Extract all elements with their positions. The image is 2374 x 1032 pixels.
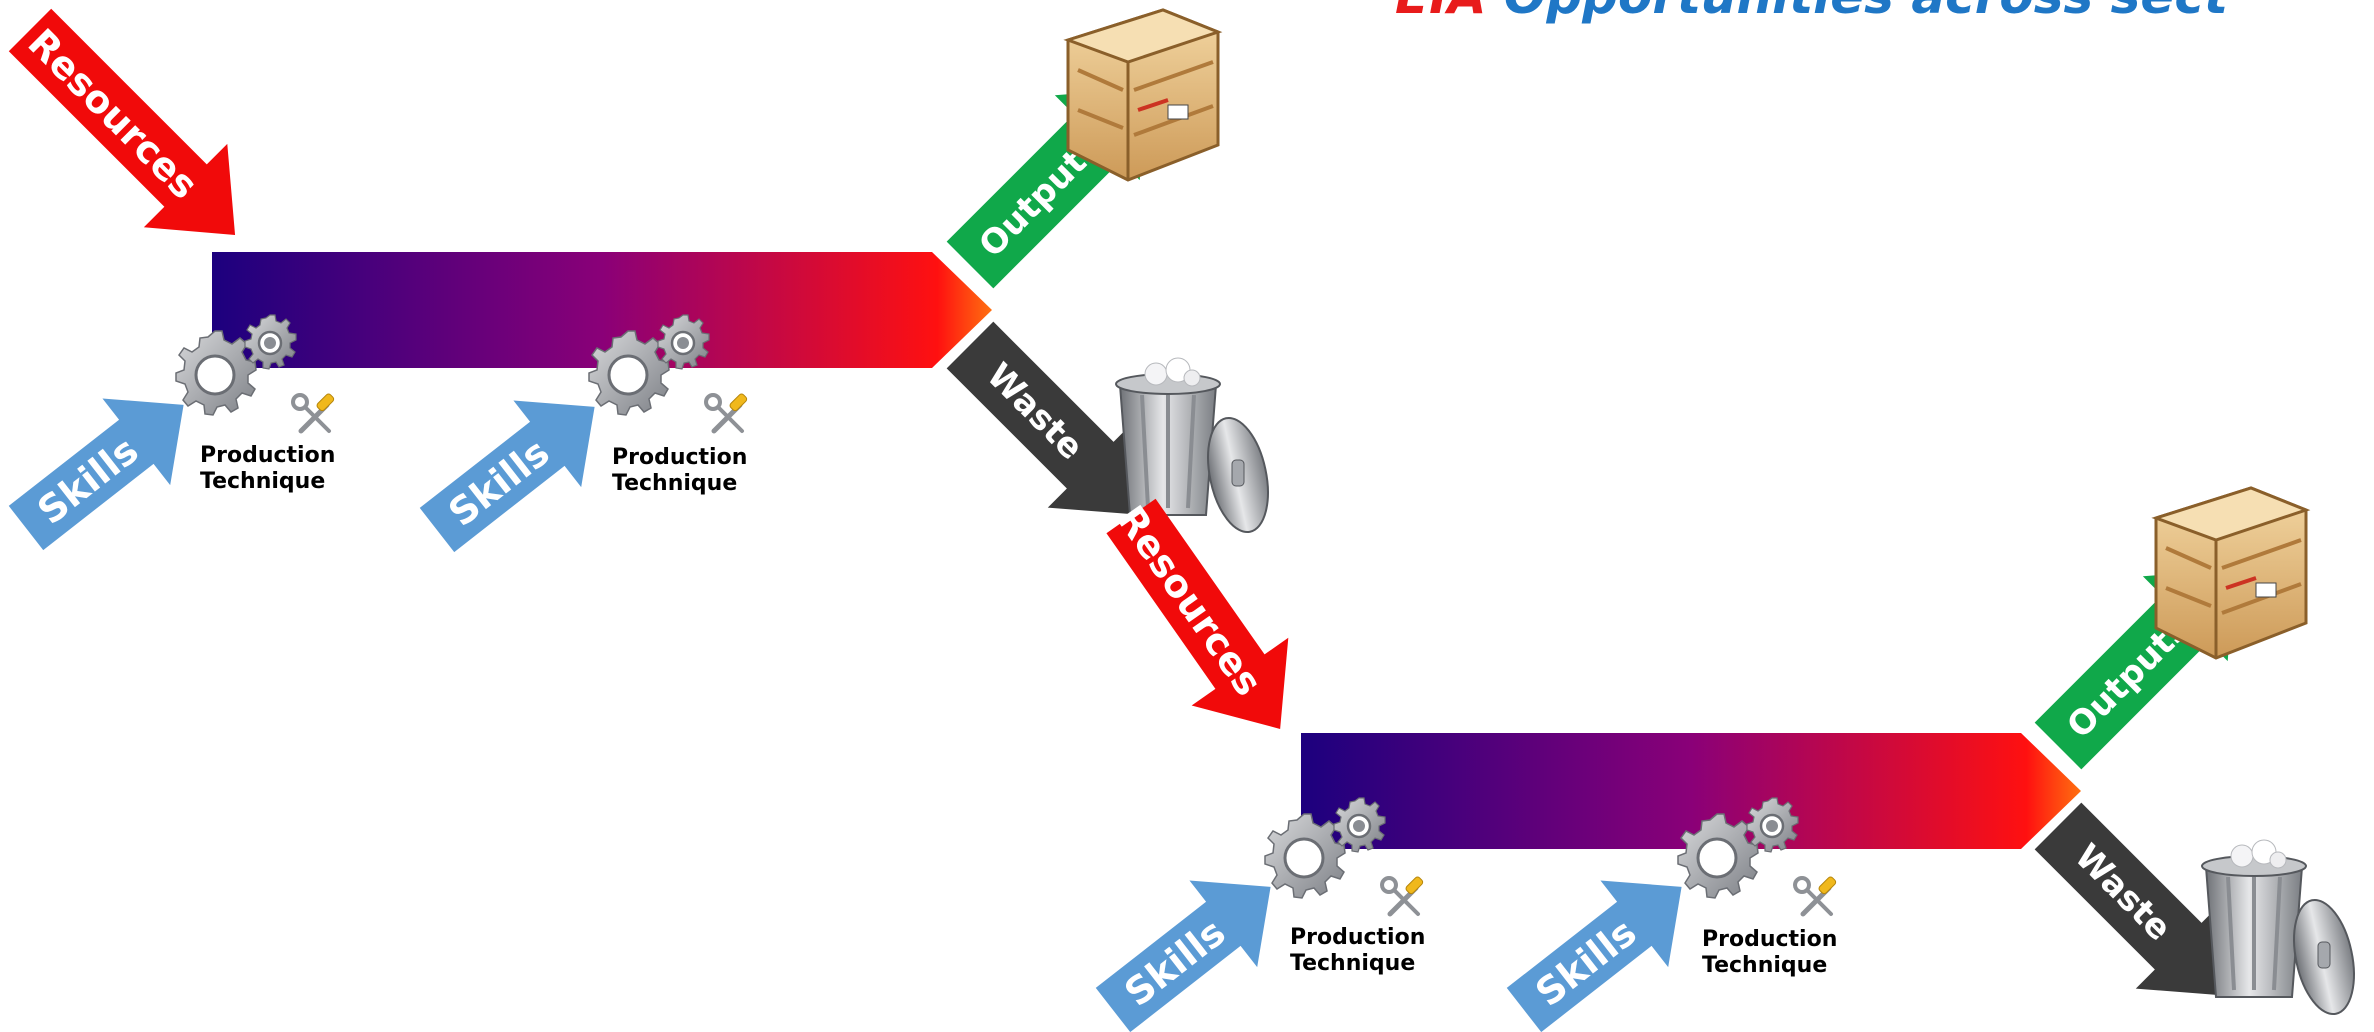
process-bar-2: [1301, 733, 2081, 849]
process-bar-1: [212, 252, 992, 368]
waste-arrow-1: Waste: [946, 321, 1140, 515]
tools-icon: [293, 393, 335, 431]
title-text: Opportunities across sect: [1504, 0, 2228, 25]
crate-icon: [2154, 486, 2308, 660]
production-line2: Technique: [1702, 953, 1828, 978]
resources-arrow-1: Resources: [8, 8, 236, 236]
resources-arrow-2: Resources: [1106, 498, 1289, 729]
tools-icon: [1795, 876, 1837, 914]
production-line1: Production: [200, 443, 336, 468]
production-line2: Technique: [200, 469, 326, 494]
skills-arrow-1a: Skills: [8, 398, 184, 551]
production-line2: Technique: [1290, 951, 1416, 976]
skills-arrow-1b: Skills: [419, 400, 595, 553]
trash-can-icon: [2200, 838, 2366, 1022]
tools-icon: [706, 393, 748, 431]
resources-arrow-1-label: Resources: [19, 20, 206, 207]
skills-arrow-2b: Skills: [1506, 880, 1682, 1032]
production-line1: Production: [612, 445, 748, 470]
skills-arrow-2a: Skills: [1095, 880, 1271, 1032]
production-line1: Production: [1290, 925, 1426, 950]
page-title: EIA Opportunities across sect: [1395, 0, 2228, 26]
production-line2: Technique: [612, 471, 738, 496]
production-line1: Production: [1702, 927, 1838, 952]
crate-icon: [1066, 8, 1220, 182]
tools-icon: [1382, 876, 1424, 914]
title-prefix: EIA: [1395, 0, 1486, 25]
